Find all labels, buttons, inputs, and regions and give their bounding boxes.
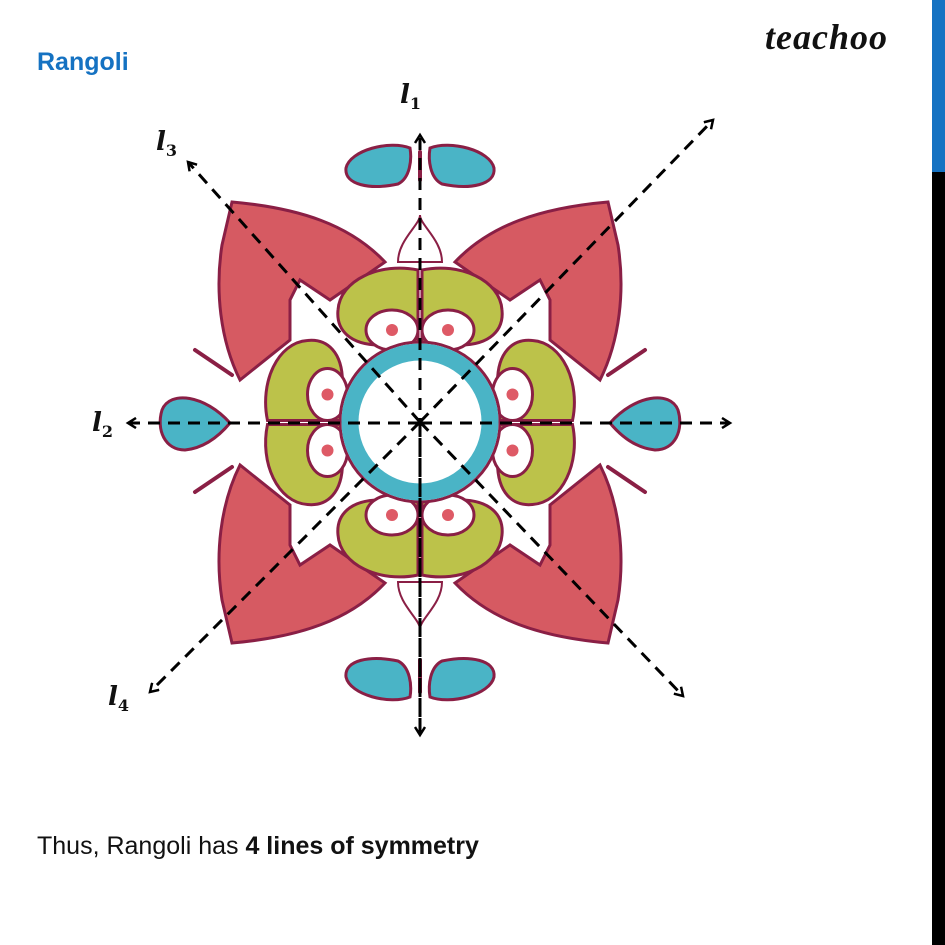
- label-l3: l3: [156, 127, 178, 161]
- label-l4: l4: [108, 682, 130, 716]
- conclusion-text: Thus, Rangoli has 4 lines of symmetry: [37, 832, 479, 860]
- axis-l3: [188, 162, 422, 423]
- axis-l4: [150, 420, 422, 692]
- page-title: Rangoli: [37, 48, 129, 76]
- label-l1: l1: [400, 80, 422, 114]
- conclusion-bold: 4 lines of symmetry: [245, 832, 479, 860]
- label-l2: l2: [92, 408, 114, 442]
- symmetry-lines: [128, 120, 730, 735]
- sidebar-accent-bar: [932, 0, 945, 172]
- sidebar-dark-bar: [932, 172, 945, 945]
- teachoo-logo: teachoo: [765, 17, 888, 57]
